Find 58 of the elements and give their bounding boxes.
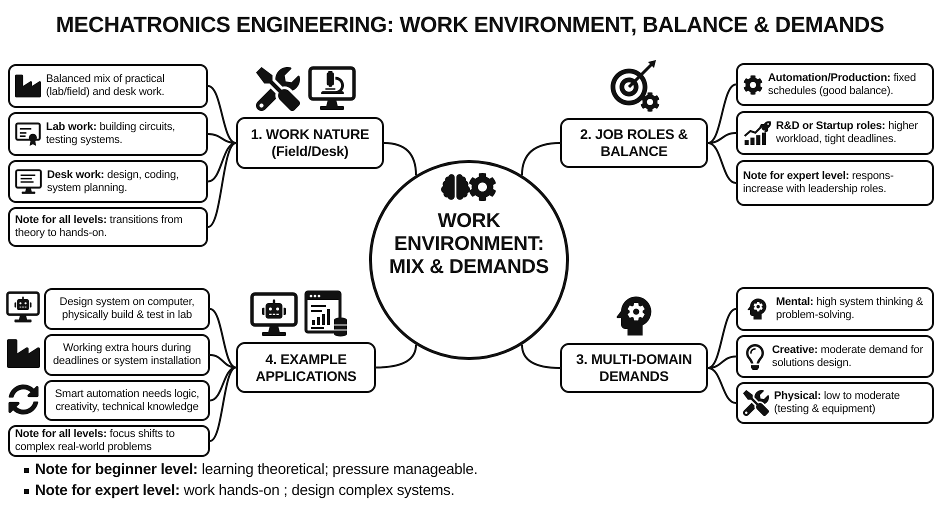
description-text: Balanced mix of practical (lab/field) and desk work. xyxy=(46,73,166,99)
connector-line xyxy=(708,142,736,184)
connector-line xyxy=(708,308,736,369)
connector-line xyxy=(384,142,417,176)
info-box xyxy=(736,63,934,106)
connector-line xyxy=(708,132,736,144)
branch-box xyxy=(560,343,708,393)
info-box xyxy=(44,288,210,330)
description-text: Mental: high system thinking & problem-solving. xyxy=(776,296,924,322)
branch-title: 1. WORK NATURE (Field/Desk) xyxy=(250,126,370,160)
connector-line xyxy=(376,344,417,368)
branch-title: 4. EXAMPLE APPLICATIONS xyxy=(254,350,358,384)
description-text: Desk work: design, coding, system planning. xyxy=(47,168,180,194)
footnote-text: Note for expert level: work hands-on ; design complex systems. xyxy=(35,482,454,500)
info-box xyxy=(8,112,208,156)
page-title: MECHATRONICS ENGINEERING: WORK ENVIRONMENT, BALANCE & DEMANDS xyxy=(56,11,884,39)
info-box xyxy=(736,335,934,378)
connector-line xyxy=(210,308,236,368)
connector-line xyxy=(208,142,236,228)
info-box xyxy=(44,334,210,376)
note-text: Note for expert level: respons- increase with leadership roles. xyxy=(743,170,895,196)
branch-box xyxy=(560,118,708,168)
connector-line xyxy=(708,84,736,144)
branch-box xyxy=(236,342,376,393)
description-text: Lab work: building circuits, testing systems. xyxy=(46,121,176,147)
branch-box xyxy=(236,117,384,169)
note-box xyxy=(736,160,934,206)
note-text: Note for all levels: transitions from theory to hands-on. xyxy=(15,214,184,240)
connector-line xyxy=(521,142,560,176)
branch-title: 3. MULTI-DOMAIN DEMANDS xyxy=(575,351,693,385)
note-box xyxy=(8,425,210,457)
connector-line xyxy=(208,142,236,182)
info-box xyxy=(736,382,934,424)
description-text: Automation/Production: fixed schedules (good balance). xyxy=(768,72,917,98)
info-box xyxy=(8,160,208,203)
description-text: Design system on computer, physically build & test in lab xyxy=(58,296,196,322)
info-box xyxy=(8,64,208,108)
connector-line xyxy=(708,367,736,404)
description-text: Working extra hours during deadlines or system installation xyxy=(52,342,202,368)
connector-line xyxy=(210,366,236,402)
info-box xyxy=(736,111,934,155)
note-box xyxy=(8,207,208,247)
footnote-text: Note for beginner level: learning theoretical; pressure manageable. xyxy=(35,461,478,479)
info-box xyxy=(44,380,210,421)
branch-title: 2. JOB ROLES & BALANCE xyxy=(579,126,689,160)
connector-line xyxy=(521,344,560,369)
central-title: WORK ENVIRONMENT: MIX & DEMANDS xyxy=(388,210,550,279)
connector-line xyxy=(210,366,236,442)
note-text: Note for all levels: focus shifts to complex real-world problems xyxy=(15,428,176,454)
description-text: R&D or Startup roles: higher workload, tight deadlines. xyxy=(776,120,919,146)
connector-line xyxy=(708,356,736,369)
connector-line xyxy=(210,354,236,368)
description-text: Physical: low to moderate (testing & equipment) xyxy=(774,390,901,416)
description-text: Creative: moderate demand for solutions design. xyxy=(772,344,924,370)
description-text: Smart automation needs logic, creativity, technical knowledge xyxy=(54,388,200,414)
info-box xyxy=(736,287,934,331)
connector-line xyxy=(208,85,236,144)
connector-line xyxy=(208,133,236,144)
